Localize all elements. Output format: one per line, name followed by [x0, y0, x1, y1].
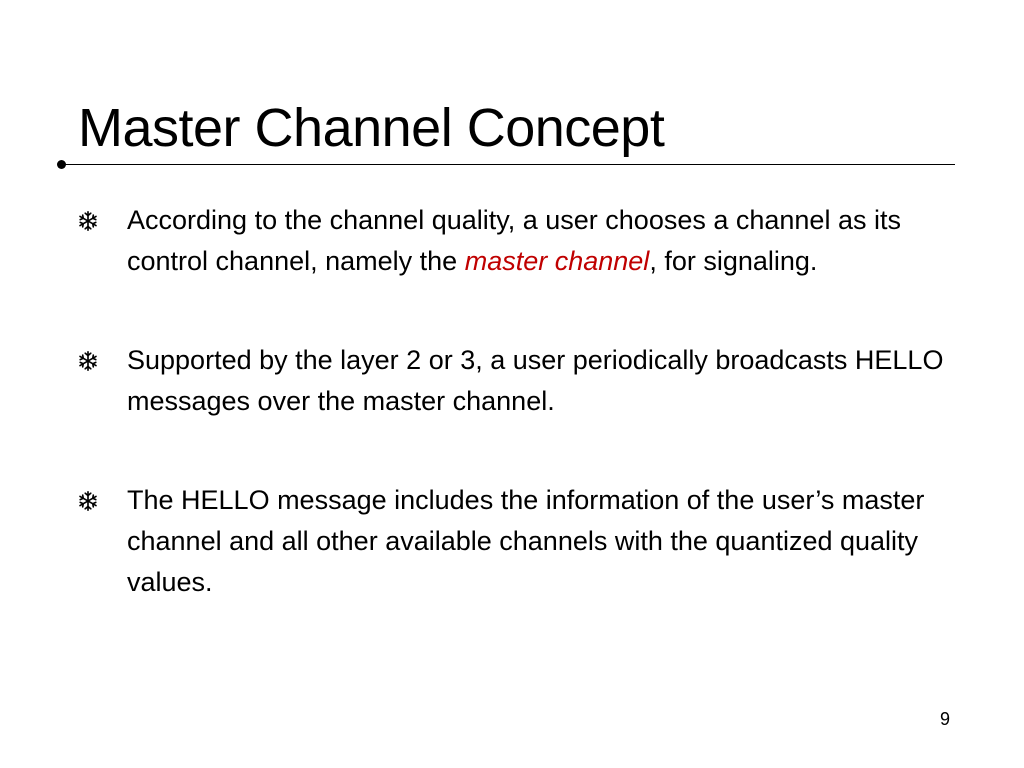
- slide-title: Master Channel Concept: [78, 98, 665, 158]
- bullet-item-2: Supported by the layer 2 or 3, a user pe…: [72, 340, 962, 422]
- title-rule: [62, 164, 955, 165]
- page-number: 9: [939, 709, 950, 729]
- bullet-item-1: According to the channel quality, a user…: [72, 200, 962, 282]
- bullet-text-1-before: According to the channel quality, a user…: [127, 205, 901, 276]
- snowflake-icon: [72, 340, 104, 381]
- bullet-text-3: The HELLO message includes the informati…: [127, 485, 925, 597]
- bullet-list: According to the channel quality, a user…: [72, 200, 962, 661]
- title-rule-dot: [57, 160, 66, 169]
- master-channel-term: master channel: [464, 246, 650, 276]
- bullet-text-1-after: , for signaling.: [649, 246, 818, 276]
- snowflake-icon: [72, 480, 104, 521]
- bullet-item-3: The HELLO message includes the informati…: [72, 480, 962, 603]
- bullet-text-2: Supported by the layer 2 or 3, a user pe…: [127, 345, 944, 416]
- snowflake-icon: [72, 200, 104, 241]
